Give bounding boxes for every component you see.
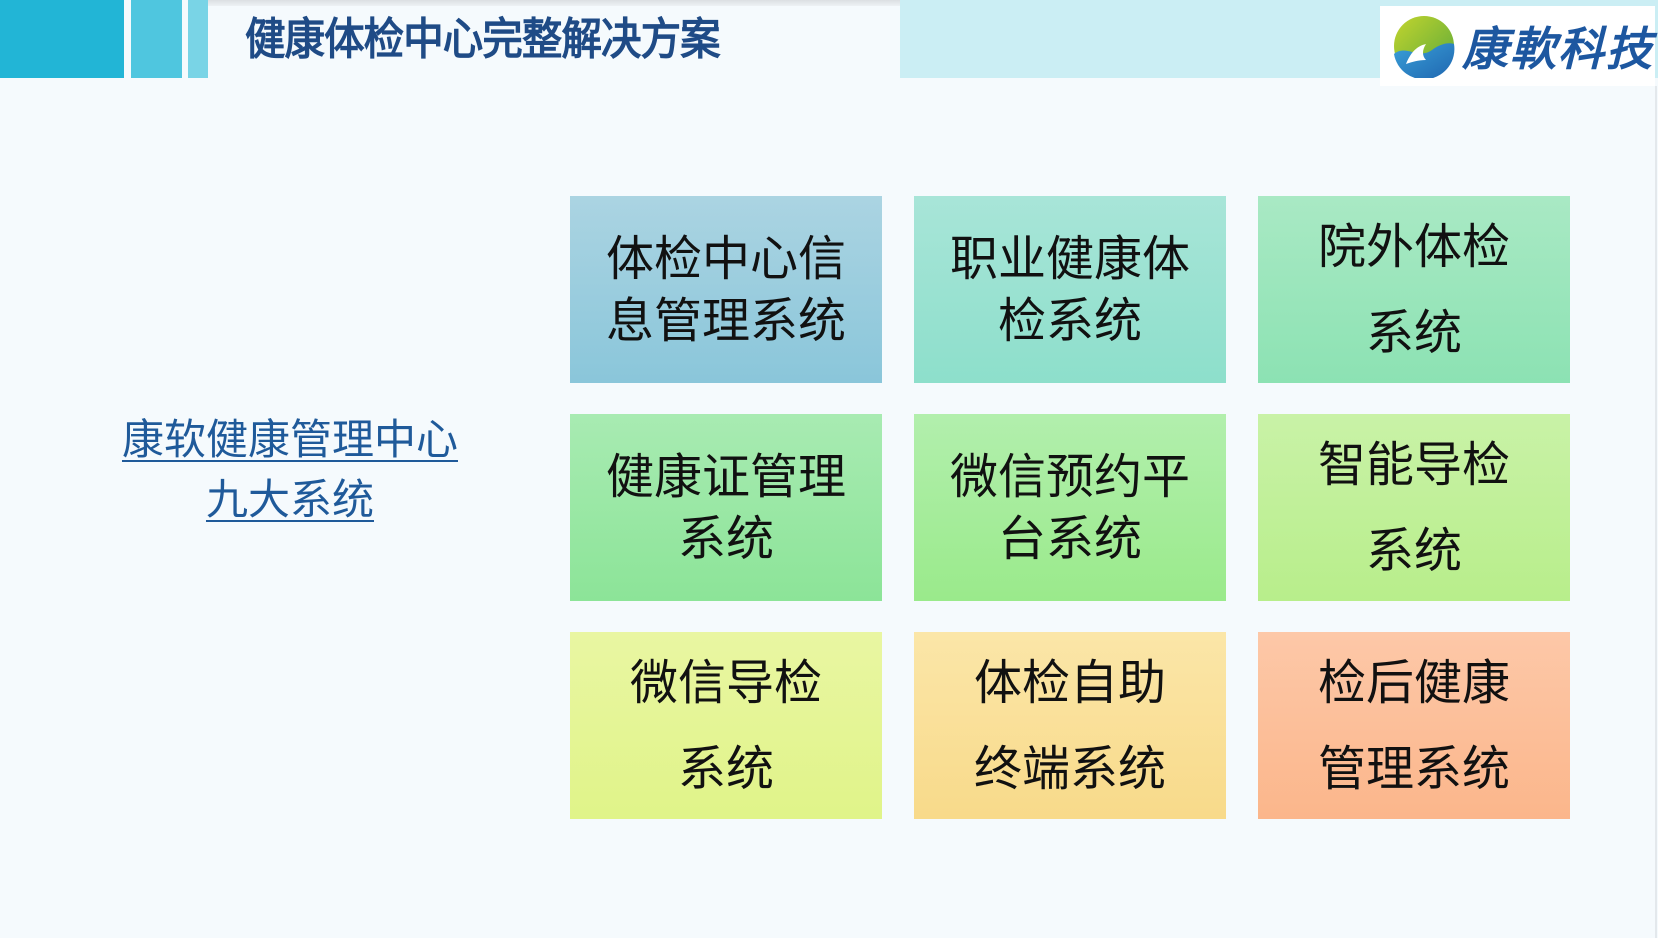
page-title: 健康体检中心完整解决方案 [245,14,721,65]
logo-text: 康軟科技 [1462,22,1654,76]
system-card-wechat-booking[interactable]: 微信预约平台系统 [914,414,1226,601]
header-accent-block-medium [131,0,182,78]
system-card-occupational-health[interactable]: 职业健康体检系统 [914,196,1226,383]
system-card-label: 微信预约平台系统 [949,448,1190,567]
hub-title-line1[interactable]: 康软健康管理中心 [121,415,458,464]
system-card-wechat-guide[interactable]: 微信导检系统 [570,632,882,819]
system-card-post-exam-health[interactable]: 检后健康管理系统 [1258,632,1570,819]
systems-grid: 体检中心信息管理系统 职业健康体检系统 院外体检系统 健康证管理系统 微信预约平… [570,196,1570,819]
system-card-health-certificate[interactable]: 健康证管理系统 [570,414,882,601]
system-card-label: 体检自助终端系统 [973,654,1166,797]
system-card-label: 职业健康体检系统 [949,230,1190,349]
right-edge-divider [1655,86,1657,938]
header-top-strip [208,0,900,6]
system-card-label: 健康证管理系统 [605,448,846,567]
header-accent-block-small [188,0,208,78]
system-card-label: 院外体检系统 [1317,218,1510,361]
system-card-label: 体检中心信息管理系统 [605,230,846,349]
hub-title[interactable]: 康软健康管理中心 九大系统 [80,410,500,530]
globe-wave-icon [1394,16,1455,78]
system-card-label: 微信导检系统 [629,654,822,797]
header-accent-block-large [0,0,124,78]
system-card-self-service-terminal[interactable]: 体检自助终端系统 [914,632,1226,819]
hub-title-line2[interactable]: 九大系统 [205,475,374,524]
system-card-label: 智能导检系统 [1317,436,1510,579]
company-logo: 康軟科技 [1380,6,1655,86]
system-card-smart-guide[interactable]: 智能导检系统 [1258,414,1570,601]
system-card-label: 检后健康管理系统 [1317,654,1510,797]
system-card-exam-center-info[interactable]: 体检中心信息管理系统 [570,196,882,383]
system-card-offsite-exam[interactable]: 院外体检系统 [1258,196,1570,383]
